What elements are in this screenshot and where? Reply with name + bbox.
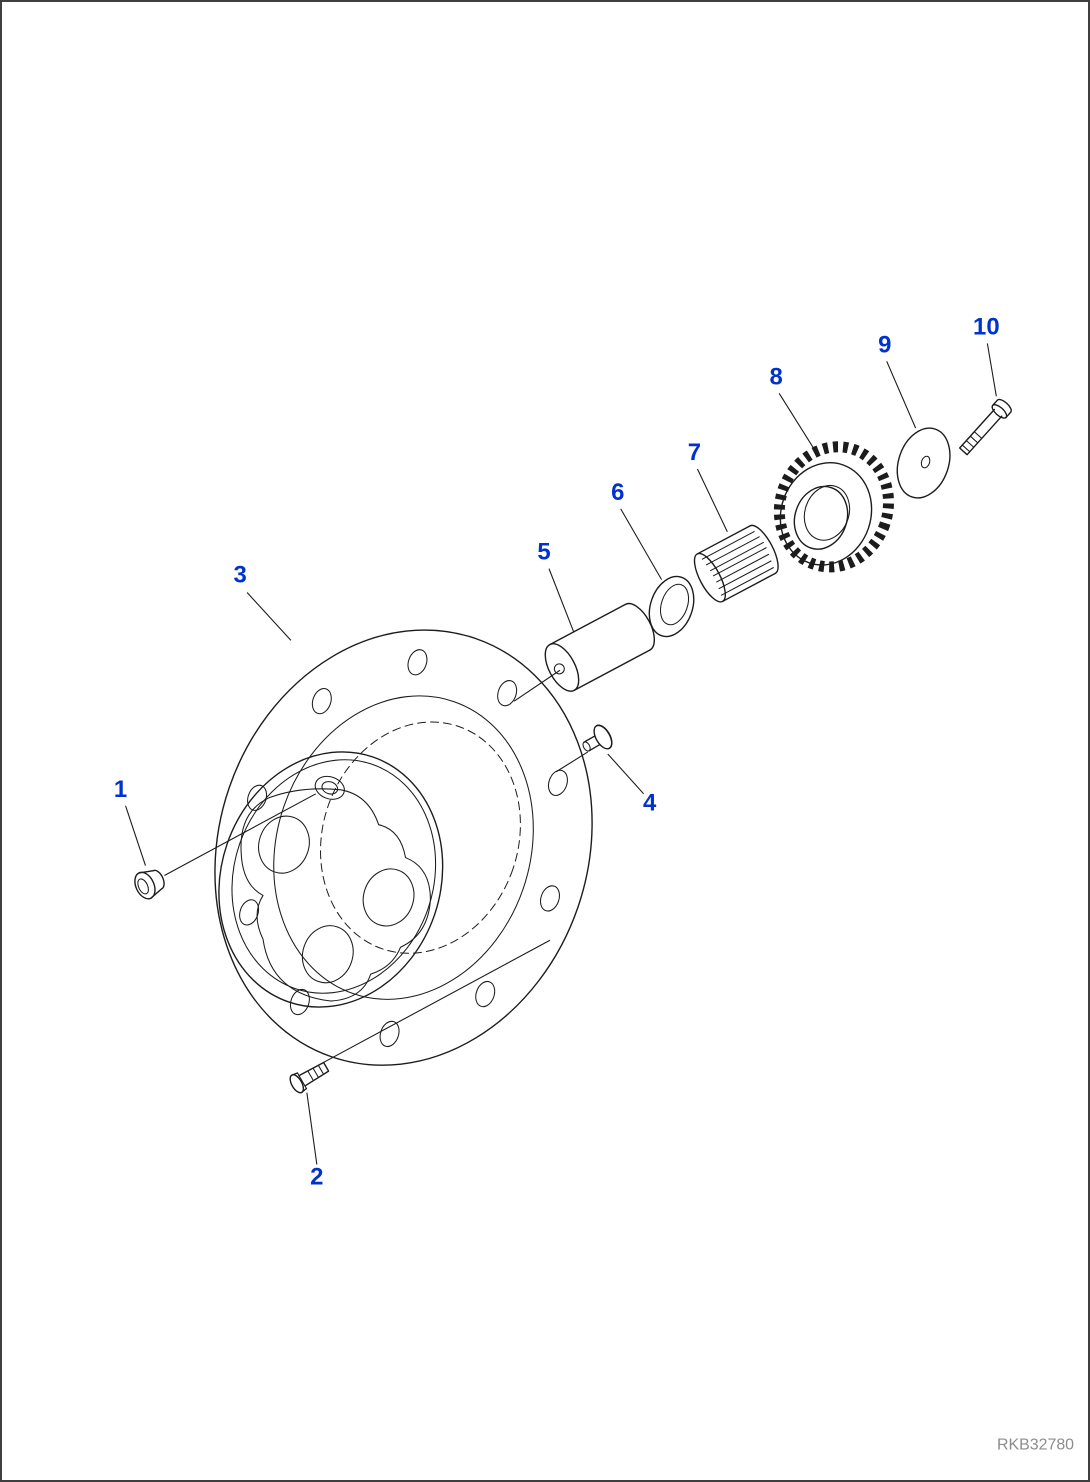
drawing-ref-code: RKB32780: [997, 1436, 1074, 1453]
part-1-plug: [134, 869, 165, 900]
part-8-gear: [773, 441, 894, 573]
leader-line-10: [986, 343, 997, 397]
leader-line-6: [620, 508, 663, 580]
callout-label-8: 8: [770, 363, 783, 390]
leader-line-1: [125, 805, 146, 866]
part-3-carrier-housing: [214, 629, 593, 1066]
leader-lines: [125, 343, 997, 1165]
leader-line-5: [548, 568, 575, 633]
flange-bolt-holes: [239, 649, 568, 1048]
assembly-line-plug-1: [164, 793, 317, 876]
assembly-line-bolt-2: [322, 939, 551, 1064]
leader-line-8: [778, 392, 817, 453]
leader-line-4: [607, 753, 645, 795]
part-6-ring: [648, 575, 695, 638]
callout-label-1: 1: [114, 776, 127, 803]
callout-label-7: 7: [688, 439, 701, 466]
leader-line-9: [886, 361, 917, 429]
callout-label-6: 6: [611, 479, 624, 506]
callout-label-10: 10: [973, 313, 1000, 340]
assembly-lines: [164, 669, 589, 1064]
callout-label-5: 5: [537, 539, 550, 566]
callout-label-4: 4: [643, 790, 657, 817]
callout-label-2: 2: [310, 1163, 323, 1190]
assembly-line-screw-4: [555, 751, 589, 773]
leader-line-7: [696, 468, 728, 533]
part-4-screw: [582, 724, 613, 752]
callout-label-3: 3: [233, 562, 246, 589]
part-10-bolt: [958, 398, 1012, 456]
part-5-pin: [544, 602, 656, 692]
carrier-lobed-plate: [240, 788, 431, 1002]
callout-labels: 1 2 3 4 5 6 7 8 9 10: [114, 313, 1000, 1190]
leader-line-2: [306, 1092, 318, 1165]
leader-line-3: [246, 592, 292, 641]
part-9-washer: [896, 427, 951, 499]
part-2-bolt: [289, 1061, 330, 1094]
assembly-line-pin-5: [513, 669, 561, 702]
part-7-needle-bearing: [693, 524, 779, 603]
callout-label-9: 9: [878, 331, 891, 358]
